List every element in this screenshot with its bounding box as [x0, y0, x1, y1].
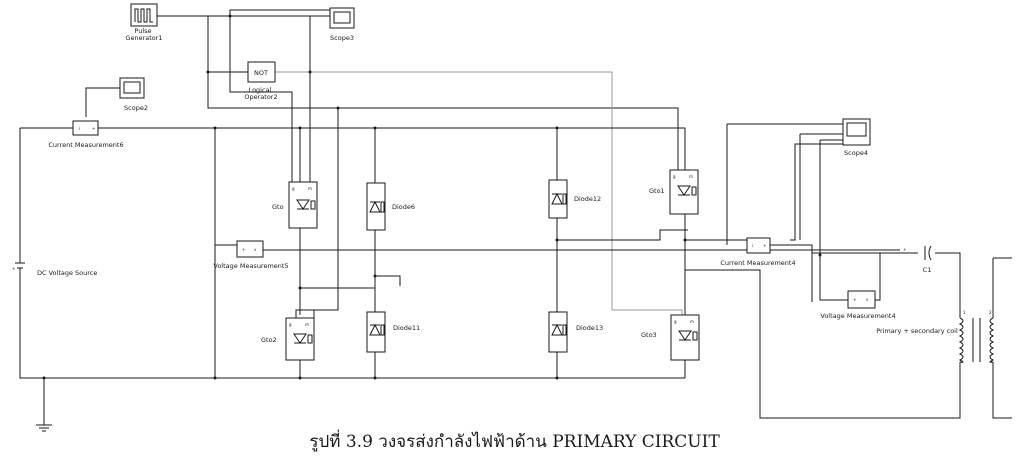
- pulse-generator-block[interactable]: Pulse Generator1: [125, 3, 163, 42]
- scope4-block[interactable]: Scope4: [842, 118, 871, 157]
- not-gate-text: NOT: [254, 69, 268, 77]
- transformer-block[interactable]: 1 2 Primary + secondary coil: [876, 310, 995, 363]
- svg-text:g: g: [673, 174, 676, 179]
- gto-label: Gto: [272, 203, 284, 211]
- gto1-block[interactable]: g m Gto1: [649, 169, 699, 215]
- junction-dots: [42, 14, 822, 380]
- pulse-generator-label: Pulse Generator1: [125, 27, 162, 42]
- svg-text:v: v: [254, 247, 257, 252]
- wires: [19, 9, 1012, 425]
- diode12-block[interactable]: Diode12: [548, 179, 601, 219]
- gto3-label: Gto3: [641, 331, 657, 339]
- voltage-measurement4-label: Voltage Measurement4: [820, 312, 895, 320]
- svg-text:2: 2: [989, 310, 992, 315]
- svg-text:m: m: [689, 174, 693, 179]
- svg-text:v: v: [866, 297, 869, 302]
- svg-text:i: i: [79, 126, 80, 131]
- gto2-block[interactable]: g m Gto2: [261, 317, 315, 361]
- svg-text:+: +: [853, 297, 856, 302]
- svg-text:m: m: [690, 319, 694, 324]
- diode6-label: Diode6: [392, 203, 415, 211]
- current-measurement4-label: Current Measurement4: [720, 259, 795, 267]
- voltage-measurement4-block[interactable]: + v Voltage Measurement4: [820, 290, 896, 320]
- gto-block[interactable]: g m Gto: [272, 181, 318, 229]
- scope2-block[interactable]: Scope2: [119, 77, 148, 112]
- diode12-label: Diode12: [574, 195, 601, 203]
- svg-text:g: g: [674, 319, 677, 324]
- diode11-block[interactable]: Diode11: [366, 311, 420, 353]
- svg-text:+: +: [92, 126, 95, 131]
- capacitor-c1[interactable]: + C1: [903, 245, 932, 274]
- gto2-label: Gto2: [261, 336, 277, 344]
- diode13-label: Diode13: [576, 324, 603, 332]
- transformer-label: Primary + secondary coil: [876, 327, 958, 335]
- current-measurement6-block[interactable]: i + Current Measurement6: [48, 120, 124, 149]
- dc-voltage-source-label: DC Voltage Source: [37, 269, 97, 277]
- svg-text:+: +: [763, 243, 766, 248]
- gto1-label: Gto1: [649, 187, 665, 195]
- svg-text:+: +: [242, 247, 245, 252]
- svg-text:+: +: [903, 247, 906, 252]
- svg-text:m: m: [305, 322, 309, 327]
- svg-text:g: g: [289, 322, 292, 327]
- diode6-block[interactable]: Diode6: [366, 182, 415, 231]
- svg-text:+: +: [12, 266, 15, 271]
- voltage-measurement5-block[interactable]: + v Voltage Measurement5: [213, 240, 289, 270]
- scope3-label: Scope3: [330, 34, 354, 42]
- svg-text:i: i: [752, 243, 753, 248]
- svg-text:g: g: [292, 186, 295, 191]
- scope4-label: Scope4: [844, 149, 868, 157]
- svg-text:1: 1: [963, 310, 966, 315]
- scope2-label: Scope2: [124, 104, 148, 112]
- not-gate-block[interactable]: NOT Logical Operator2: [244, 61, 278, 101]
- logical-operator-label: Logical Operator2: [244, 86, 277, 101]
- ground-icon: [36, 424, 52, 432]
- current-measurement6-label: Current Measurement6: [48, 141, 123, 149]
- diode13-block[interactable]: Diode13: [548, 311, 603, 353]
- gto3-block[interactable]: g m Gto3: [641, 314, 700, 361]
- figure-caption: รูปที่ 3.9 วงจรส่งกำลังไฟฟ้าด้าน PRIMARY…: [309, 432, 720, 452]
- diode11-label: Diode11: [393, 324, 420, 332]
- current-measurement4-block[interactable]: i + Current Measurement4: [720, 237, 796, 267]
- voltage-measurement5-label: Voltage Measurement5: [213, 262, 288, 270]
- scope3-block[interactable]: Scope3: [329, 7, 355, 42]
- svg-text:m: m: [308, 186, 312, 191]
- dc-voltage-source[interactable]: + DC Voltage Source: [12, 262, 97, 282]
- capacitor-c1-label: C1: [923, 266, 932, 274]
